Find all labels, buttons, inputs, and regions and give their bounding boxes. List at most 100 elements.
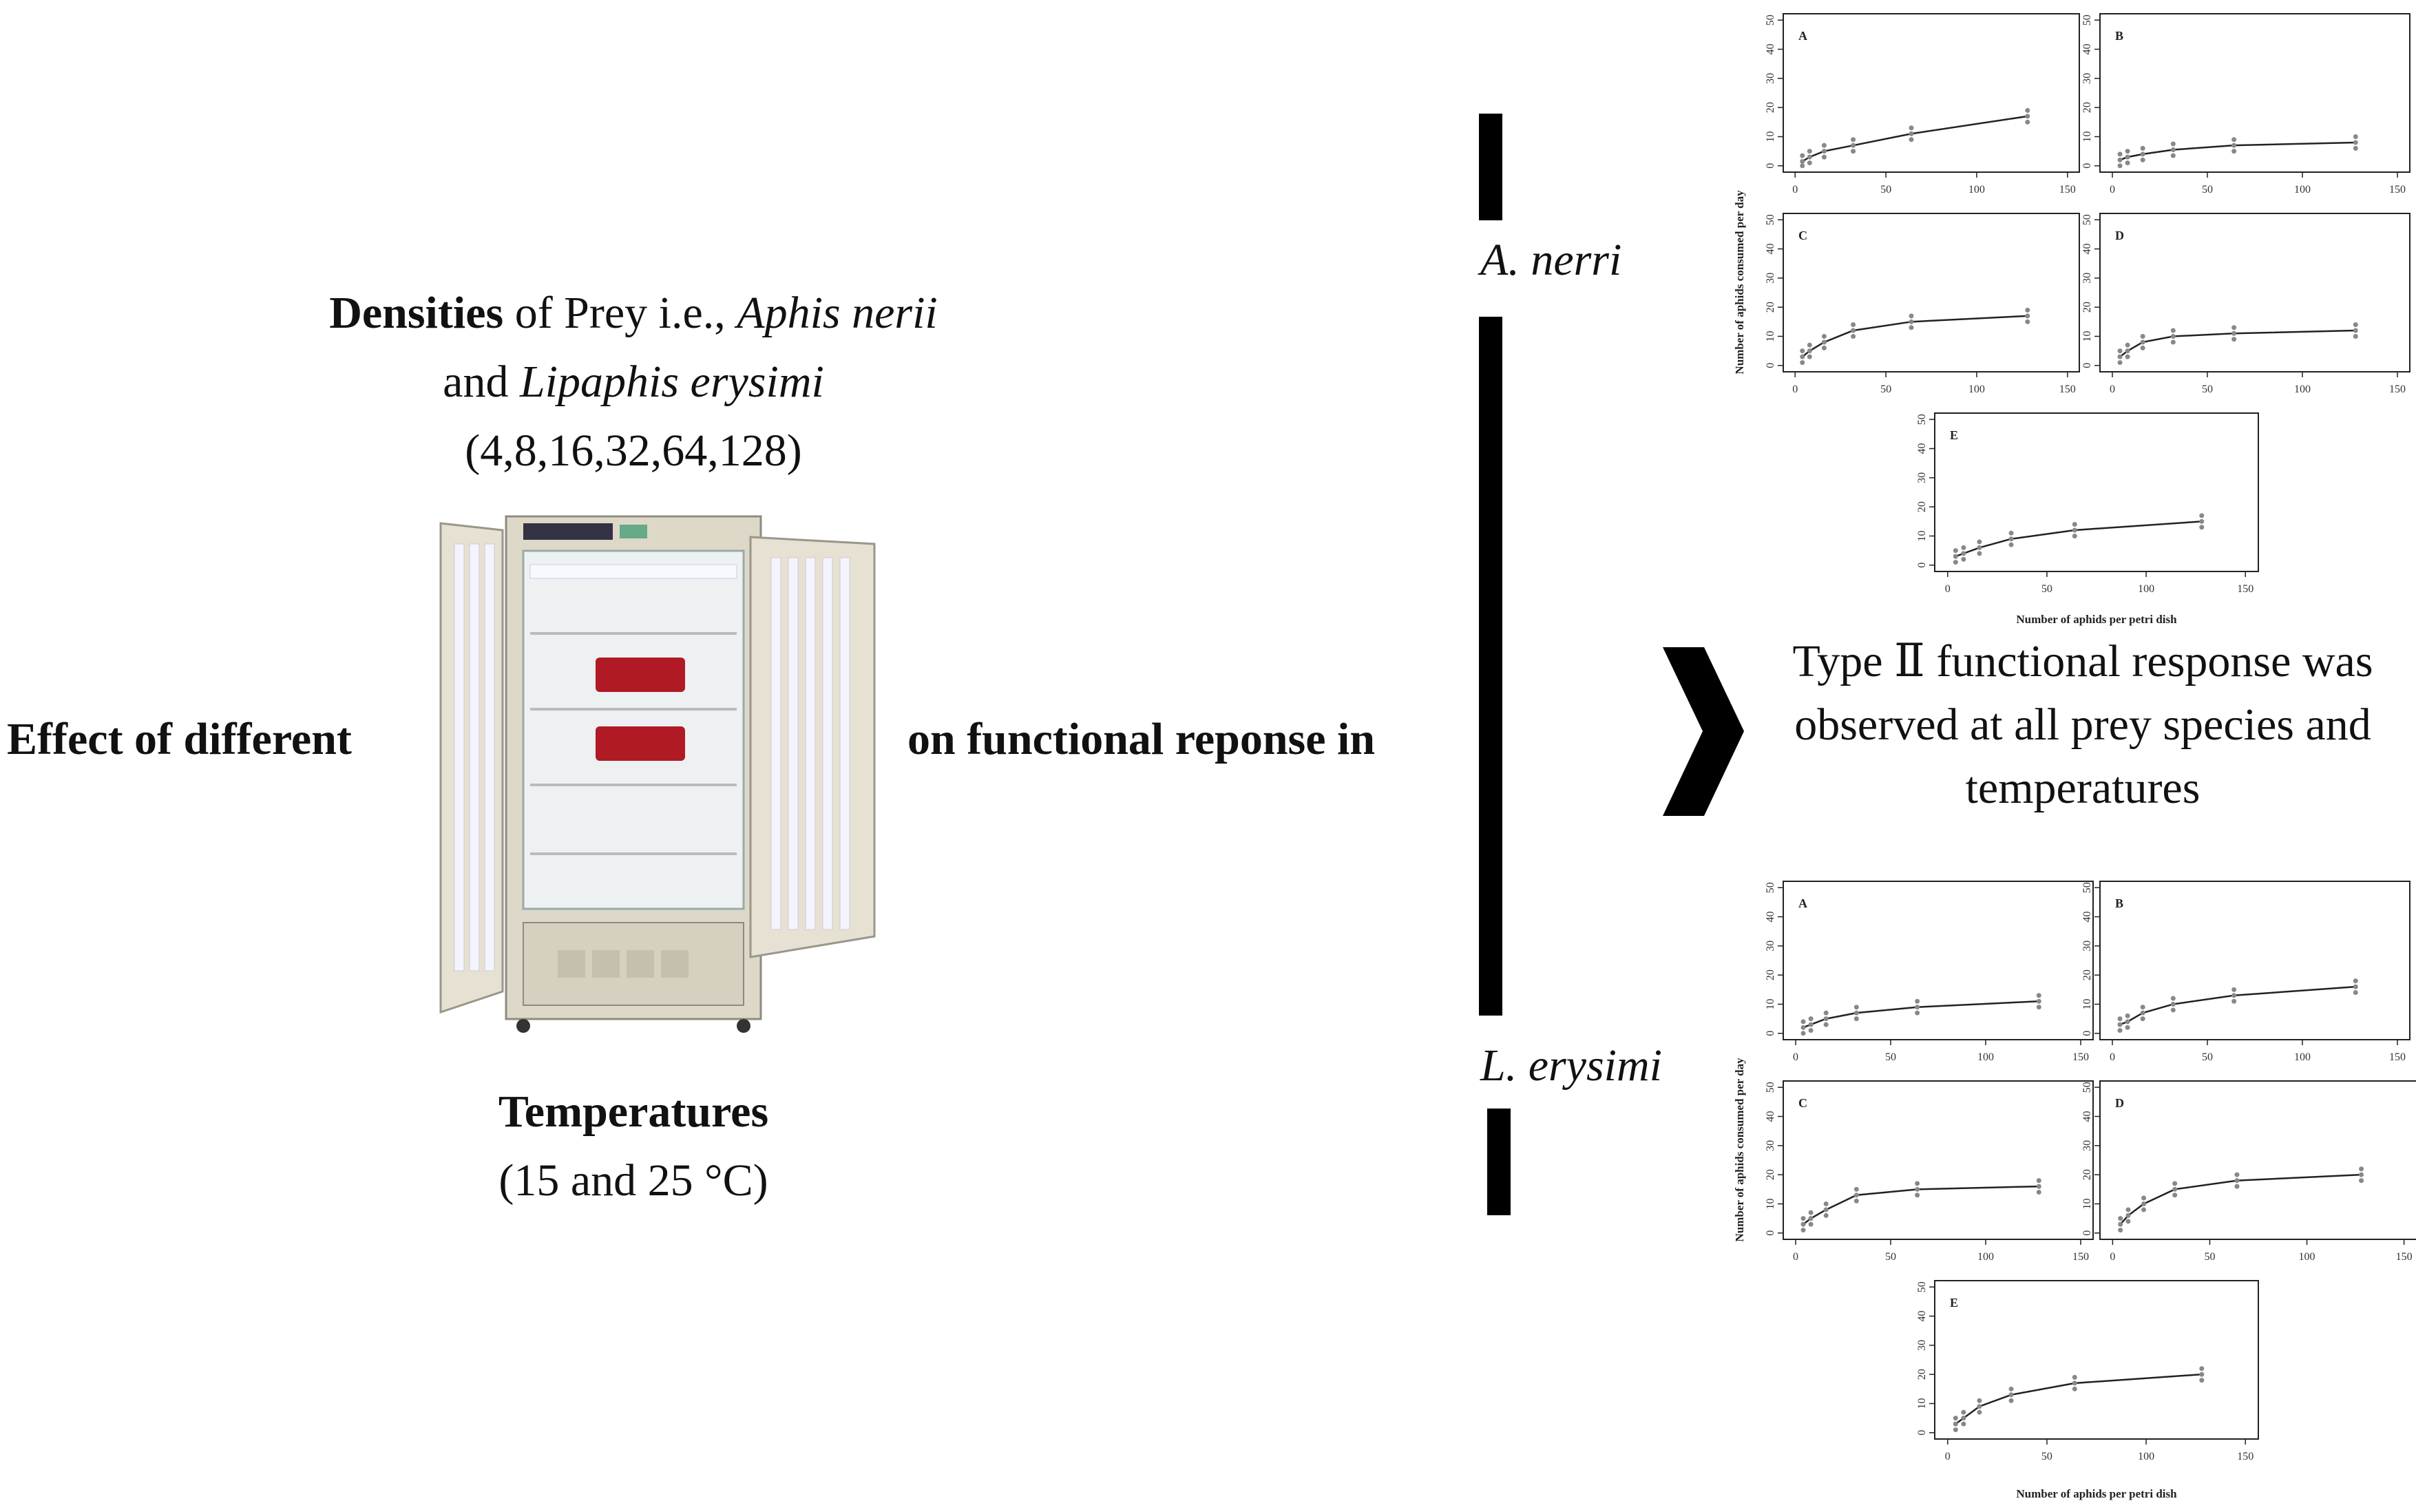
conclusion-block: Type Ⅱ functional response was observed … xyxy=(1752,630,2413,820)
data-point xyxy=(2036,1005,2041,1010)
data-point xyxy=(2231,137,2237,143)
y-tick-label: 10 xyxy=(1765,998,1776,1009)
data-point xyxy=(1915,1193,1920,1198)
data-point xyxy=(1961,556,1966,562)
data-point xyxy=(2008,542,2014,547)
x-tick-label: 50 xyxy=(2202,1051,2213,1063)
data-point xyxy=(2025,114,2030,119)
on-text: on functional reponse in xyxy=(907,714,1376,764)
x-tick-label: 150 xyxy=(2389,384,2406,395)
data-point xyxy=(1800,1025,1806,1030)
y-tick-label: 0 xyxy=(1916,1430,1928,1436)
data-point xyxy=(2117,163,2123,169)
data-point xyxy=(2036,1178,2041,1184)
data-point xyxy=(2199,1366,2205,1372)
plot-frame xyxy=(1934,1280,2259,1440)
x-tick-label: 50 xyxy=(2204,1251,2215,1263)
data-point xyxy=(2170,1001,2176,1007)
data-point xyxy=(1851,328,1856,333)
y-tick-label: 20 xyxy=(1765,1169,1776,1180)
y-tick-label: 40 xyxy=(1765,912,1776,923)
chevron-right-icon xyxy=(1663,647,1744,816)
data-point xyxy=(1800,348,1805,354)
data-point xyxy=(1853,1016,1859,1022)
data-point xyxy=(2072,522,2077,527)
data-point xyxy=(2359,1172,2364,1177)
x-tick-label: 50 xyxy=(2041,1451,2052,1462)
data-point xyxy=(1961,1416,1966,1421)
y-tick-label: 0 xyxy=(1765,363,1776,368)
species-top-label: A. nerri xyxy=(1480,235,1622,285)
x-tick-label: 150 xyxy=(2389,1051,2406,1063)
y-tick-label: 20 xyxy=(1916,501,1928,512)
data-point xyxy=(1953,1427,1958,1433)
panel-label: C xyxy=(1798,1096,1807,1110)
data-point xyxy=(1808,1210,1814,1215)
densities-line1: Densities of Prey i.e., Aphis nerii xyxy=(255,279,1012,348)
data-point xyxy=(2172,1193,2178,1198)
panel-label: B xyxy=(2115,29,2123,43)
y-tick-label: 0 xyxy=(2081,1230,2093,1236)
data-point xyxy=(1915,1005,1920,1010)
data-point xyxy=(1915,998,1920,1004)
data-point xyxy=(2199,1372,2205,1377)
y-tick-label: 30 xyxy=(1916,1340,1928,1351)
fit-curve xyxy=(1801,315,2028,358)
data-point xyxy=(2008,1386,2014,1392)
data-point xyxy=(1961,1421,1966,1427)
data-point xyxy=(2025,119,2030,125)
x-tick-label: 150 xyxy=(2059,184,2076,196)
y-tick-label: 10 xyxy=(1916,530,1928,541)
divider-bar-middle xyxy=(1479,317,1502,1016)
data-point xyxy=(2141,1207,2147,1212)
data-point xyxy=(2199,513,2205,518)
data-point xyxy=(2353,990,2358,996)
data-point xyxy=(1821,143,1827,148)
data-point xyxy=(2072,1374,2077,1380)
x-tick-label: 150 xyxy=(2237,1451,2254,1462)
data-point xyxy=(1953,1421,1958,1427)
data-point xyxy=(1808,1022,1814,1027)
densities-line2: and Lipaphis erysimi xyxy=(255,348,1012,417)
data-point xyxy=(2117,1022,2123,1027)
x-tick-label: 50 xyxy=(1885,1251,1896,1263)
temperatures-values: (15 and 25 °C) xyxy=(498,1155,768,1206)
prey1-name: Aphis nerii xyxy=(737,288,938,338)
data-point xyxy=(1800,360,1805,366)
data-point xyxy=(1821,333,1827,339)
data-point xyxy=(1823,1022,1829,1027)
fit-curve xyxy=(1955,521,2202,558)
y-tick-label: 10 xyxy=(1916,1398,1928,1409)
y-tick-label: 40 xyxy=(2081,912,2093,923)
species-bottom-label: L. erysimi xyxy=(1480,1040,1662,1091)
data-point xyxy=(1821,339,1827,345)
data-point xyxy=(1800,158,1805,164)
data-point xyxy=(2008,530,2014,536)
data-point xyxy=(1821,149,1827,154)
data-point xyxy=(2140,157,2145,162)
x-axis-title: Number of aphids per petri dish xyxy=(2016,613,2177,626)
data-point xyxy=(1808,1016,1814,1022)
data-point xyxy=(1909,319,1914,324)
data-point xyxy=(2353,145,2358,151)
data-point xyxy=(1800,1216,1806,1221)
data-point xyxy=(1853,1005,1859,1010)
plot-frame xyxy=(1934,412,2259,572)
x-tick-label: 0 xyxy=(1945,583,1951,595)
data-point xyxy=(2117,151,2123,157)
panel-label: A xyxy=(1798,896,1807,910)
data-point xyxy=(1915,1010,1920,1016)
data-point xyxy=(1953,560,1958,565)
data-point xyxy=(2234,1178,2240,1184)
x-tick-label: 100 xyxy=(2138,583,2154,595)
x-tick-label: 50 xyxy=(1880,184,1891,196)
data-point xyxy=(2125,348,2130,354)
data-point xyxy=(2231,987,2237,992)
data-point xyxy=(1909,125,1914,131)
fit-curve xyxy=(2119,329,2356,358)
